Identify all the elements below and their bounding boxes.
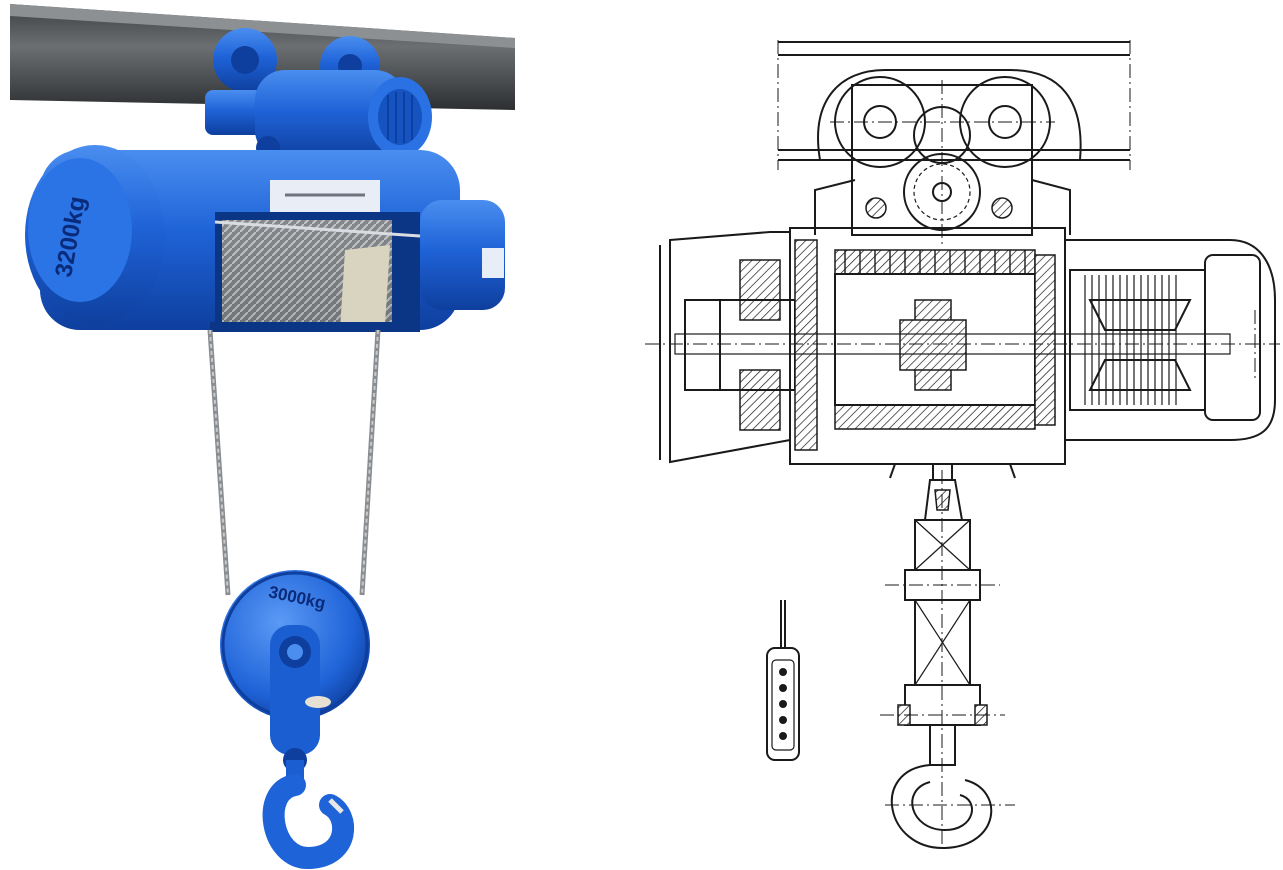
drawing-gearbox: [684, 239, 818, 451]
hoist-photo: 3200kg 3000kg: [0, 0, 560, 870]
hoist-cross-section-drawing: [630, 0, 1283, 870]
drawing-shaft: [645, 310, 1280, 380]
drawing-drum: [834, 249, 1036, 430]
drawing-svg: [645, 40, 1280, 850]
drawing-feet: [889, 463, 1016, 479]
drawing-rail: [777, 40, 1131, 170]
drawing-motor: [1034, 254, 1206, 426]
hoist-photo-svg: 3200kg 3000kg: [10, 4, 515, 869]
lifting-hook-icon: [885, 724, 1015, 850]
hoist-body: [25, 145, 505, 332]
lifting-hook: [262, 760, 354, 869]
drawing-housing: [659, 227, 1276, 465]
travel-motor: [255, 70, 432, 160]
drawing-trolley: [814, 69, 1082, 245]
drawing-hook-block: [880, 464, 1005, 845]
wire-rope: [207, 329, 381, 596]
pendant-control-icon: [766, 600, 800, 761]
